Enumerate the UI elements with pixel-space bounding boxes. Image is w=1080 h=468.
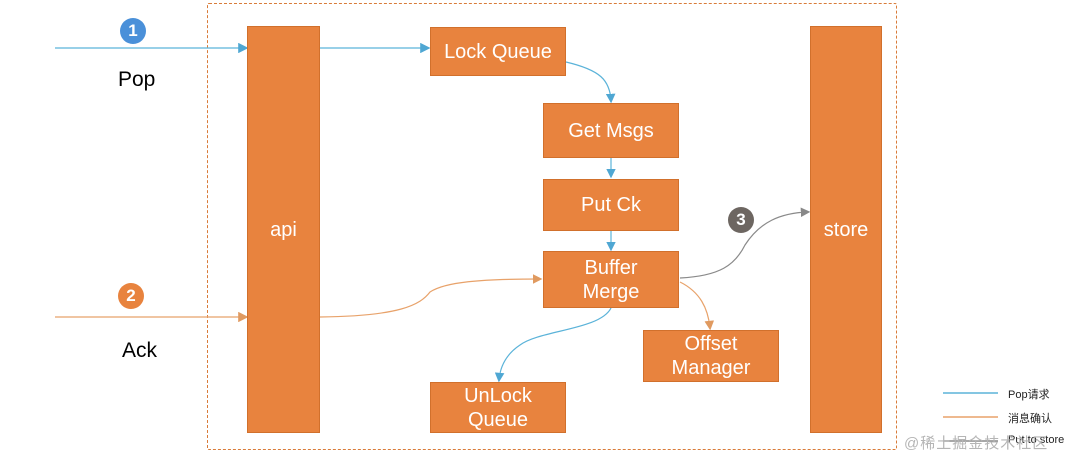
put-ck-node: Put Ck [543, 179, 679, 231]
legend-label-pop: Pop请求 [1008, 389, 1050, 401]
pop-label: Pop [118, 68, 156, 91]
system-boundary-frame [207, 3, 897, 450]
unlock-queue-node: UnLock Queue [430, 382, 566, 433]
legend-label-ack: 消息确认 [1008, 413, 1052, 425]
lock-queue-node: Lock Queue [430, 27, 566, 76]
get-msgs-node: Get Msgs [543, 103, 679, 158]
step-badge-3: 3 [728, 207, 754, 233]
watermark-text: @稀土掘金技术社区 [904, 435, 1049, 452]
step-badge-1: 1 [120, 18, 146, 44]
api-to-buffer-arrow [319, 274, 543, 318]
step-badge-2: 2 [118, 283, 144, 309]
api-node: api [247, 26, 320, 433]
buffer-to-offset-arrow [679, 281, 715, 331]
ack-label: Ack [122, 339, 158, 362]
lock-to-getmsgs-arrow [565, 61, 616, 104]
buffer-to-unlock-arrow [494, 307, 612, 383]
store-node: store [810, 26, 882, 433]
legend-label-store: Put to store [1008, 434, 1065, 446]
buffer-to-store-arrow [679, 207, 811, 279]
buffer-merge-node: Buffer Merge [543, 251, 679, 308]
offset-manager-node: Offset Manager [643, 330, 779, 382]
